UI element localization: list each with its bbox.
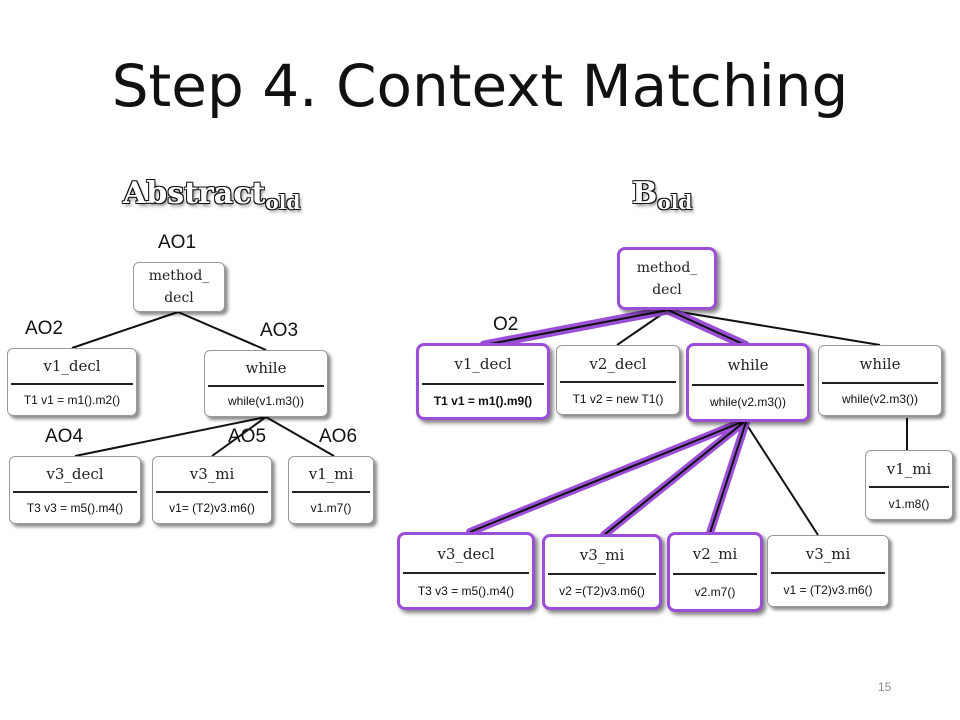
edge-bold-root-while-a-core xyxy=(667,309,746,346)
node-code: v2.m7() xyxy=(694,585,736,600)
bold-heading-main: B xyxy=(632,176,658,211)
bold-v2-mi-node: v2_mi v2.m7() xyxy=(667,532,763,612)
bold-root-node: method_decl xyxy=(617,247,717,310)
node-divider xyxy=(692,383,804,386)
node-code: T1 v2 = new T1() xyxy=(572,391,664,406)
edge-abstract-while-v1mi xyxy=(265,416,335,457)
bold-heading-sub: old xyxy=(657,190,693,214)
slide-title: Step 4. Context Matching xyxy=(111,52,849,120)
bold-while-b-node: while while(v2.m3()) xyxy=(818,345,942,416)
node-name: v1_decl xyxy=(43,357,101,376)
node-code: while(v2.m3()) xyxy=(709,395,786,410)
node-divider xyxy=(403,572,529,575)
node-divider xyxy=(11,383,133,386)
bold-heading: Bold xyxy=(632,176,692,214)
node-code: v1= (T2)v3.m6() xyxy=(169,501,255,516)
node-code: T1 v1 = m1().m9() xyxy=(433,393,533,408)
node-name: v1_mi xyxy=(886,459,932,478)
node-line1: method_ xyxy=(636,259,698,276)
bold-v1-mi-node: v1_mi v1.m8() xyxy=(865,450,953,520)
node-name: v1_decl xyxy=(454,355,512,374)
page-number: 15 xyxy=(878,680,892,694)
label-ao6: AO6 xyxy=(319,426,358,447)
label-ao3: AO3 xyxy=(260,320,299,341)
abstract-heading: Abstractold xyxy=(123,176,300,214)
edge-bold-while-a-v3mi-a-core xyxy=(603,421,745,536)
node-name: v3_decl xyxy=(46,465,104,484)
abstract-heading-main: Abstract xyxy=(123,176,266,211)
node-name: v2_mi xyxy=(692,545,738,564)
abstract-while-node: while while(v1.m3()) xyxy=(204,350,328,417)
node-code: T1 v1 = m1().m2() xyxy=(23,393,121,408)
edge-abstract-root-v1decl xyxy=(71,311,179,349)
bold-v1-decl-node: v1_decl T1 v1 = m1().m9() xyxy=(416,343,550,420)
bold-v3-mi-b-node: v3_mi v1 = (T2)v3.m6() xyxy=(767,535,889,607)
label-ao5: AO5 xyxy=(228,426,267,447)
node-line2: decl xyxy=(652,281,682,298)
edge-bold-while-a-v2mi-core xyxy=(709,421,747,534)
label-ao1: AO1 xyxy=(158,232,197,253)
node-code: while(v1.m3()) xyxy=(227,394,304,409)
edge-abstract-while-v3mi xyxy=(211,416,267,457)
label-ao4: AO4 xyxy=(45,426,84,447)
node-code: T3 v3 = m5().m4() xyxy=(417,583,515,598)
bold-v2-decl-node: v2_decl T1 v2 = new T1() xyxy=(556,345,680,415)
edge-bold-root-v1decl-core xyxy=(483,309,669,346)
node-code: T3 v3 = m5().m4() xyxy=(26,501,124,516)
edge-bold-root-while-b xyxy=(667,309,881,346)
abstract-v3-mi-node: v3_mi v1= (T2)v3.m6() xyxy=(152,456,272,524)
edge-abstract-root-while xyxy=(177,311,267,351)
node-name: v3_decl xyxy=(437,544,495,563)
node-code: v1.m8() xyxy=(888,496,930,511)
label-o2: O2 xyxy=(493,314,519,335)
node-name: while xyxy=(727,355,769,374)
node-divider xyxy=(771,572,885,575)
node-line2: decl xyxy=(164,290,194,306)
abstract-root-node: method_decl xyxy=(133,262,225,312)
edge-abstract-while-v3decl xyxy=(74,416,267,457)
abstract-v3-decl-node: v3_decl T3 v3 = m5().m4() xyxy=(9,456,141,524)
node-name: v2_decl xyxy=(589,354,647,373)
abstract-v1-decl-node: v1_decl T1 v1 = m1().m2() xyxy=(7,348,137,416)
abstract-heading-sub: old xyxy=(265,190,301,214)
edge-bold-while-a-v3decl-core xyxy=(469,421,743,533)
node-code: v1.m7() xyxy=(310,501,352,516)
node-line1: method_ xyxy=(148,268,210,284)
node-divider xyxy=(292,491,370,494)
node-name: while xyxy=(859,354,901,373)
label-ao2: AO2 xyxy=(25,318,64,339)
node-divider xyxy=(208,384,324,387)
node-code: v2 =(T2)v3.m6() xyxy=(559,584,645,599)
abstract-v1-mi-node: v1_mi v1.m7() xyxy=(288,456,374,524)
edge-bold-while-a-v3mi-b xyxy=(744,421,819,536)
bold-while-a-node: while while(v2.m3()) xyxy=(686,343,810,422)
node-code: v1 = (T2)v3.m6() xyxy=(783,583,873,598)
node-divider xyxy=(822,381,938,384)
node-divider xyxy=(548,573,656,576)
node-divider xyxy=(673,573,757,576)
node-code: while(v2.m3()) xyxy=(841,392,918,407)
node-name: while xyxy=(245,358,287,377)
node-divider xyxy=(156,491,268,494)
node-divider xyxy=(422,382,544,385)
node-divider xyxy=(560,381,676,384)
bold-v3-decl-node: v3_decl T3 v3 = m5().m4() xyxy=(397,532,535,610)
node-divider xyxy=(869,486,949,489)
node-name: v3_mi xyxy=(805,545,851,564)
node-name: v3_mi xyxy=(189,465,235,484)
node-name: v3_mi xyxy=(579,546,625,565)
node-divider xyxy=(13,491,137,494)
bold-v3-mi-a-node: v3_mi v2 =(T2)v3.m6() xyxy=(542,534,662,610)
node-name: v1_mi xyxy=(308,465,354,484)
